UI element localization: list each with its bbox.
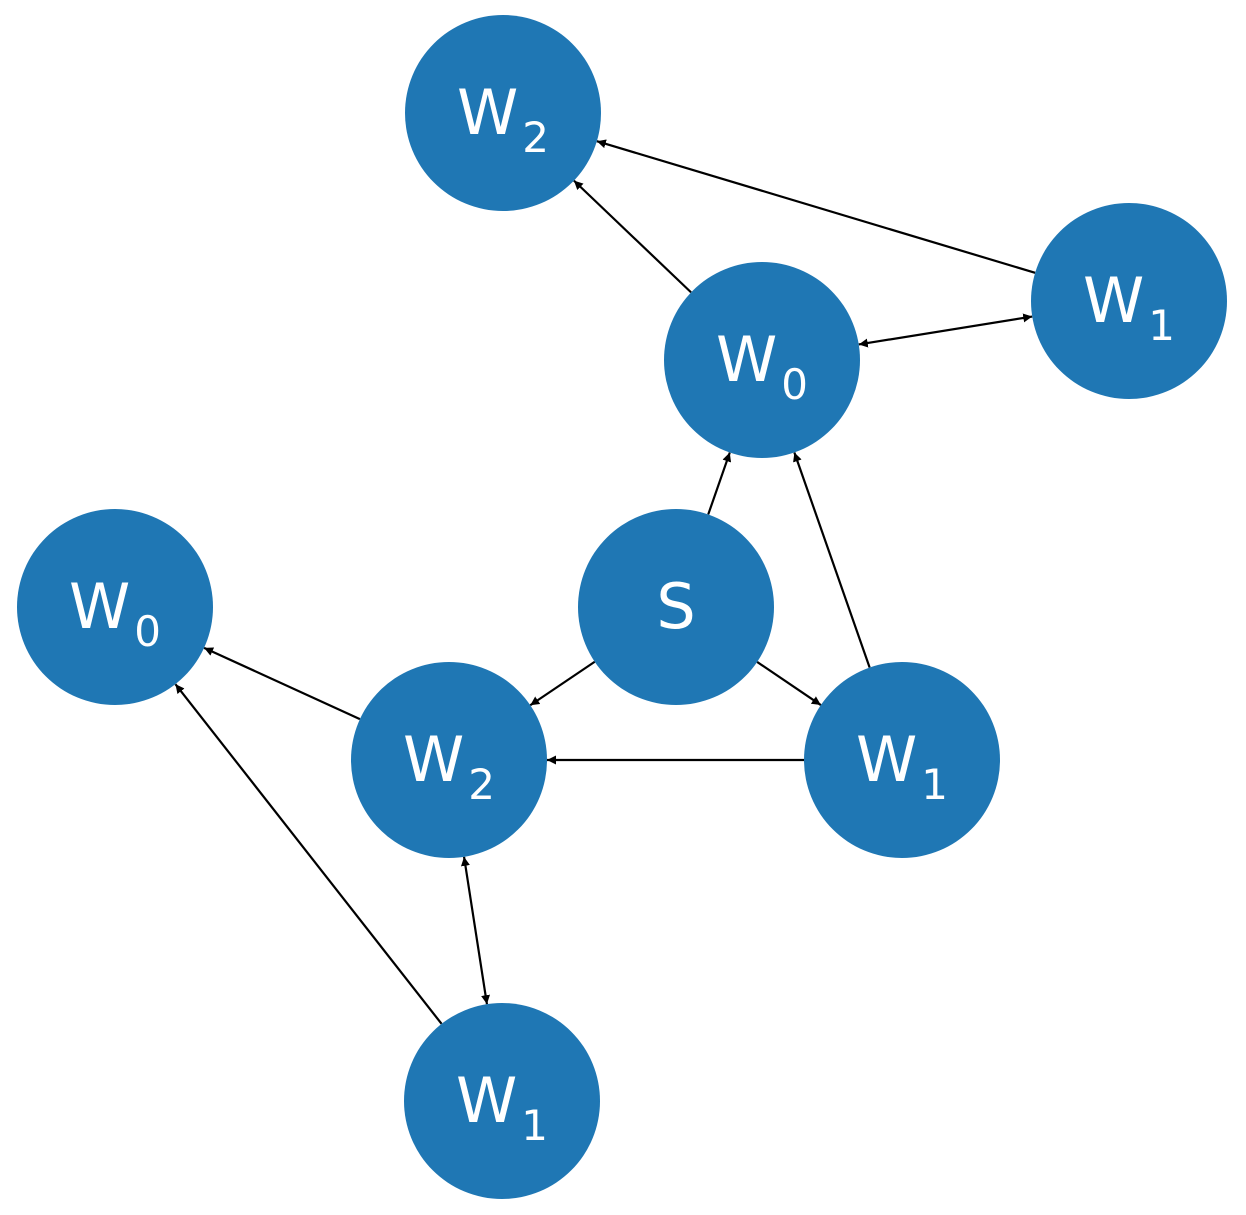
node-label-base: W bbox=[1083, 264, 1144, 337]
node-label: S bbox=[656, 570, 695, 643]
node-w1_a: W1 bbox=[1031, 203, 1227, 399]
node-label-base: W bbox=[457, 76, 518, 149]
node-label-base: S bbox=[656, 570, 695, 643]
edge-w0_a-to-w1_a bbox=[858, 313, 1033, 348]
node-label: W1 bbox=[1083, 264, 1175, 350]
node-label-subscript: 1 bbox=[921, 760, 948, 809]
node-label-subscript: 2 bbox=[468, 760, 495, 809]
node-label-base: W bbox=[456, 1064, 517, 1137]
node-circle bbox=[804, 662, 1000, 858]
node-label-subscript: 1 bbox=[1148, 301, 1175, 350]
node-w2_b: W2 bbox=[351, 662, 547, 858]
node-label-subscript: 0 bbox=[781, 360, 808, 409]
edge-s-to-w0_a bbox=[707, 452, 732, 515]
node-label-subscript: 2 bbox=[522, 113, 549, 162]
node-label-base: W bbox=[403, 723, 464, 796]
edge-s-to-w2_b bbox=[529, 660, 596, 707]
node-label: W0 bbox=[716, 323, 808, 409]
node-s: S bbox=[578, 509, 774, 705]
node-label-subscript: 0 bbox=[134, 607, 161, 656]
edge-w1_b-to-w0_a bbox=[793, 452, 871, 668]
edge-s-to-w1_b bbox=[756, 661, 822, 706]
node-circle bbox=[1031, 203, 1227, 399]
node-w0_b: W0 bbox=[17, 509, 213, 705]
edge-w2_b-to-w1_c bbox=[460, 856, 491, 1005]
node-label: W1 bbox=[856, 723, 948, 809]
node-label: W2 bbox=[403, 723, 495, 809]
edge-w1_c-to-w0_b bbox=[174, 683, 443, 1025]
node-label: W2 bbox=[457, 76, 549, 162]
node-label-base: W bbox=[856, 723, 917, 796]
node-label: W1 bbox=[456, 1064, 548, 1150]
node-w2_a: W2 bbox=[405, 15, 601, 211]
node-circle bbox=[578, 509, 774, 705]
edge-w0_a-to-w2_a bbox=[573, 179, 692, 294]
node-w0_a: W0 bbox=[664, 262, 860, 458]
node-label-base: W bbox=[69, 570, 130, 643]
node-label-subscript: 1 bbox=[521, 1101, 548, 1150]
edge-w1_a-to-w2_a bbox=[596, 139, 1036, 274]
node-label-base: W bbox=[716, 323, 777, 396]
edges-layer bbox=[174, 139, 1036, 1025]
node-circle bbox=[664, 262, 860, 458]
node-circle bbox=[351, 662, 547, 858]
node-circle bbox=[405, 15, 601, 211]
node-label: W0 bbox=[69, 570, 161, 656]
node-w1_c: W1 bbox=[404, 1003, 600, 1199]
node-circle bbox=[17, 509, 213, 705]
node-circle bbox=[404, 1003, 600, 1199]
node-w1_b: W1 bbox=[804, 662, 1000, 858]
edge-w2_b-to-w0_b bbox=[203, 646, 361, 721]
